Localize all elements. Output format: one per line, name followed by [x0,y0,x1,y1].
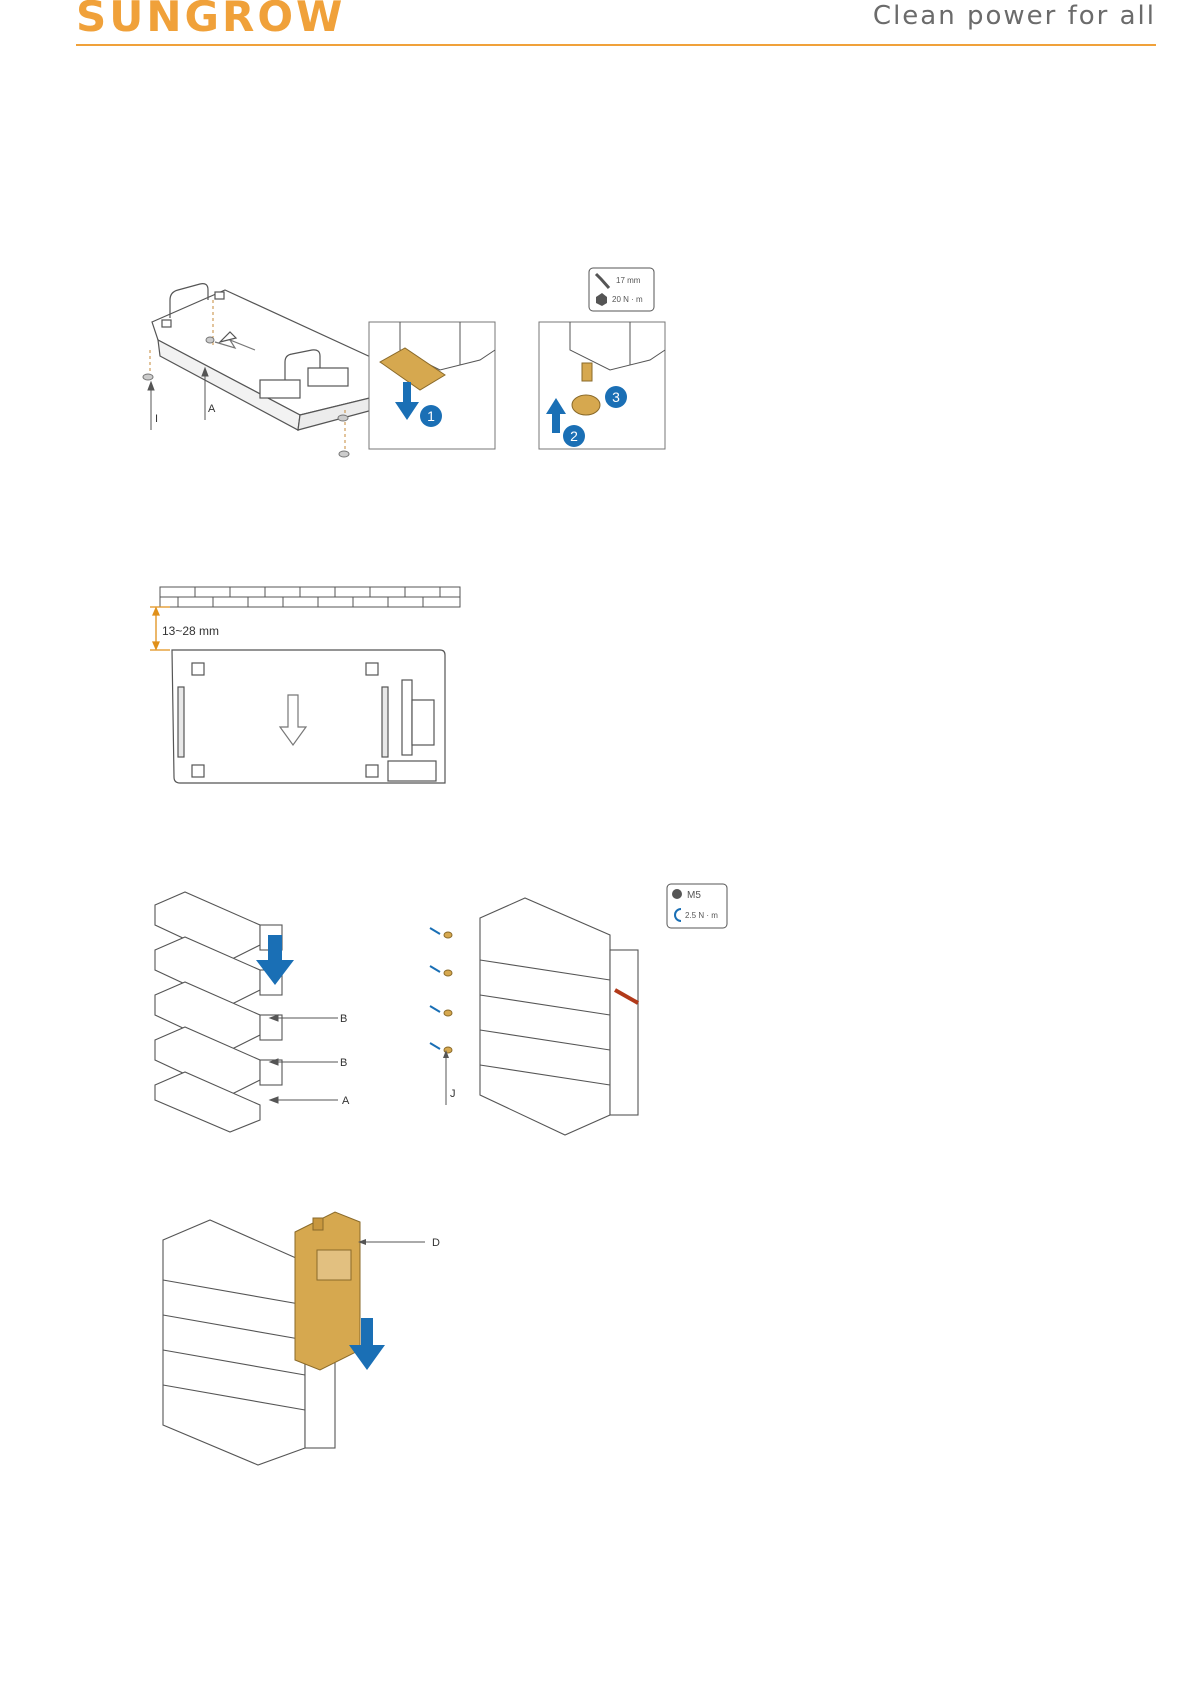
step-badge-1: 1 [427,408,435,424]
brand-slogan: Clean power for all [873,1,1156,31]
label-j: J [450,1088,456,1100]
figure-stack-modules: B B A J M5 2.5 N · m [140,890,740,1140]
screw-torque: 2.5 N · m [685,911,718,920]
tool-torque: 20 N · m [612,295,643,304]
screw-size: M5 [687,890,701,901]
gap-label: 13~28 mm [162,624,219,638]
screw-head-icon [672,889,682,899]
step-badge-2: 2 [570,428,578,444]
label-a: A [342,1095,350,1107]
wall-bricks [160,587,460,607]
module-stack-exploded [155,892,282,1132]
detail-step-2-3: 2 3 [539,322,665,449]
figure-control-box: D [155,1200,475,1465]
header-divider [76,44,1156,46]
figure-base-feet: I A 1 2 3 17 mm 20 N · m [140,270,740,500]
screws [430,928,452,1053]
label-b-upper: B [340,1013,347,1025]
screw-spec-box: M5 2.5 N · m [667,884,727,928]
page-header: SUNGROW Clean power for all [0,0,1191,60]
tool-spec-box: 17 mm 20 N · m [589,268,654,311]
label-a: A [208,403,216,415]
label-b-lower: B [340,1057,347,1069]
base-drawing [152,284,388,430]
battery-top-view [172,650,445,783]
brand-logo: SUNGROW [76,0,345,41]
label-i: I [155,413,158,425]
step-badge-3: 3 [612,389,620,405]
tool-size: 17 mm [616,276,641,285]
label-d: D [432,1237,440,1249]
assembled-stack [480,898,638,1135]
detail-step-1: 1 [369,322,495,449]
figure-wall-clearance: 13~28 mm [140,585,460,800]
